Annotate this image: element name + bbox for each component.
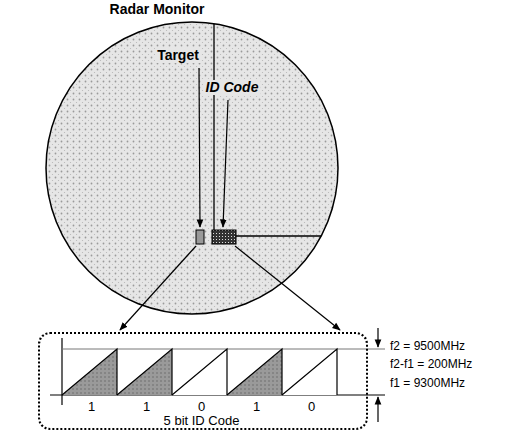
bit-value: 1 xyxy=(143,400,150,414)
bit-value: 1 xyxy=(253,400,260,414)
crosshair xyxy=(214,24,321,236)
bit-value: 1 xyxy=(88,400,95,414)
zoom-leader xyxy=(120,246,196,330)
tooth-edge xyxy=(227,349,282,395)
frequency-label: f2-f1 = 200MHz xyxy=(390,358,472,371)
bit-value: 0 xyxy=(198,400,205,414)
tooth-fill xyxy=(62,349,117,395)
tooth-edge xyxy=(172,349,227,395)
bit-value: 0 xyxy=(308,400,315,414)
frequency-label: f1 = 9300MHz xyxy=(390,377,465,390)
tooth-edge xyxy=(117,349,172,395)
tooth-edge xyxy=(62,349,117,395)
tooth-fill xyxy=(117,349,172,395)
tooth-fill xyxy=(282,349,337,395)
screen-circle xyxy=(46,22,338,314)
pointer-arrow xyxy=(199,68,200,227)
sawtooth-wave xyxy=(62,349,337,395)
target-blip xyxy=(196,230,204,244)
pointer-arrow xyxy=(223,100,228,227)
target-label: Target xyxy=(155,48,201,63)
frequency-label: f2 = 9500MHz xyxy=(390,340,465,353)
id-code-blip xyxy=(212,230,236,244)
id-code-box: 110105 bit ID Code xyxy=(38,332,368,430)
span-arrow xyxy=(377,397,378,422)
span-arrow xyxy=(377,328,378,347)
code-caption: 5 bit ID Code xyxy=(164,414,240,428)
id-code-label: ID Code xyxy=(204,80,261,95)
tooth-fill xyxy=(172,349,227,395)
tooth-edge xyxy=(282,349,337,395)
tooth-fill xyxy=(227,349,282,395)
monitor-title: Radar Monitor xyxy=(110,2,205,17)
zoom-leader xyxy=(235,246,340,330)
